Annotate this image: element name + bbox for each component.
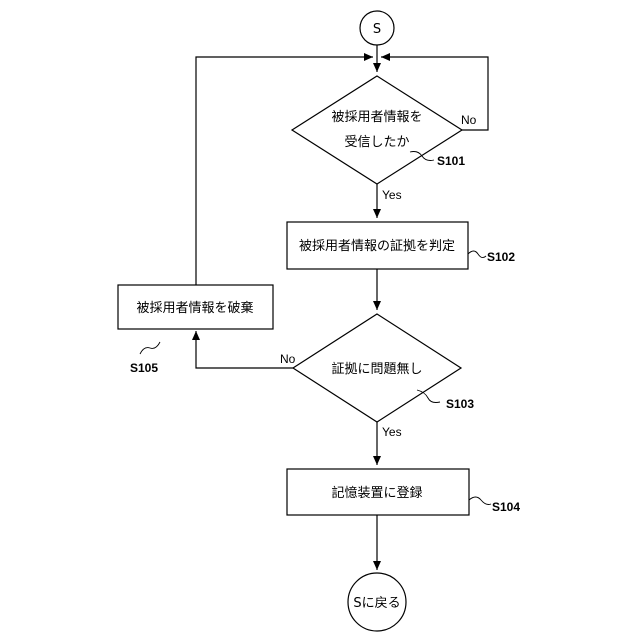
process-s104-label: 記憶装置に登録	[331, 485, 422, 501]
decision-s103-label: 証拠に問題無し	[331, 362, 422, 377]
decision-s101-line2: 受信したか	[344, 135, 409, 150]
s105-leader	[140, 342, 160, 354]
step-id-s103: S103	[446, 397, 474, 411]
s104-leader	[469, 497, 491, 505]
process-s102-label: 被採用者情報の証拠を判定	[299, 239, 455, 254]
step-id-s102: S102	[487, 250, 515, 264]
step-id-s105: S105	[130, 361, 158, 375]
s103-no-label: No	[280, 352, 296, 366]
decision-s101-line1: 被採用者情報を	[331, 110, 422, 125]
step-id-s101: S101	[437, 154, 465, 168]
start-label: S	[373, 22, 381, 37]
s101-no-label: No	[461, 113, 477, 127]
end-label: Sに戻る	[353, 596, 400, 611]
s101-yes-label: Yes	[382, 188, 402, 202]
s103-yes-label: Yes	[382, 425, 402, 439]
arrow-s103-no	[196, 331, 293, 368]
step-id-s104: S104	[492, 500, 520, 514]
process-s105-label: 被採用者情報を破棄	[136, 301, 253, 316]
s102-leader	[468, 251, 486, 258]
